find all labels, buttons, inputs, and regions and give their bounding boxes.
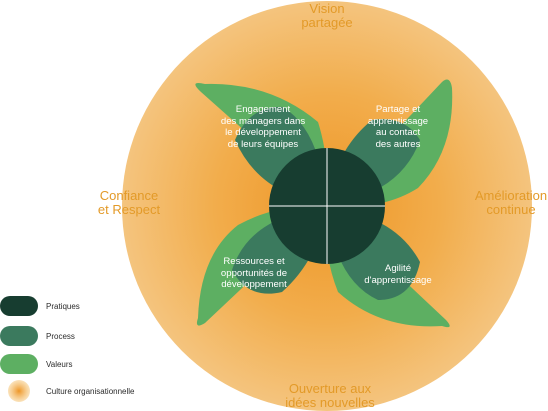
petal-label-partage: Partage et apprentissage au contact des … [367,104,429,150]
label-vision-partagee: Vision partagée [301,1,353,30]
label-confiance-respect: Confiance et Respect [97,188,161,217]
legend-label-valeurs: Valeurs [46,360,73,369]
legend-label-process: Process [46,332,75,341]
legend-swatch-pratiques [0,296,38,316]
label-amelioration-continue: Amélioration continue [474,188,548,217]
label-ouverture-idees: Ouverture aux idées nouvelles [285,381,375,410]
petal-label-engagement: Engagement des managers dans le développ… [220,104,306,150]
petal-label-ressources: Ressources et opportunités de développem… [220,256,288,290]
legend-swatch-process [0,326,38,346]
legend-label-culture: Culture organisationnelle [46,387,135,396]
petal-label-agilite: Agilité d'apprentissage [364,263,432,286]
legend-swatch-valeurs [0,354,38,374]
legend-label-pratiques: Pratiques [46,302,80,311]
legend-swatch-culture [8,380,30,402]
